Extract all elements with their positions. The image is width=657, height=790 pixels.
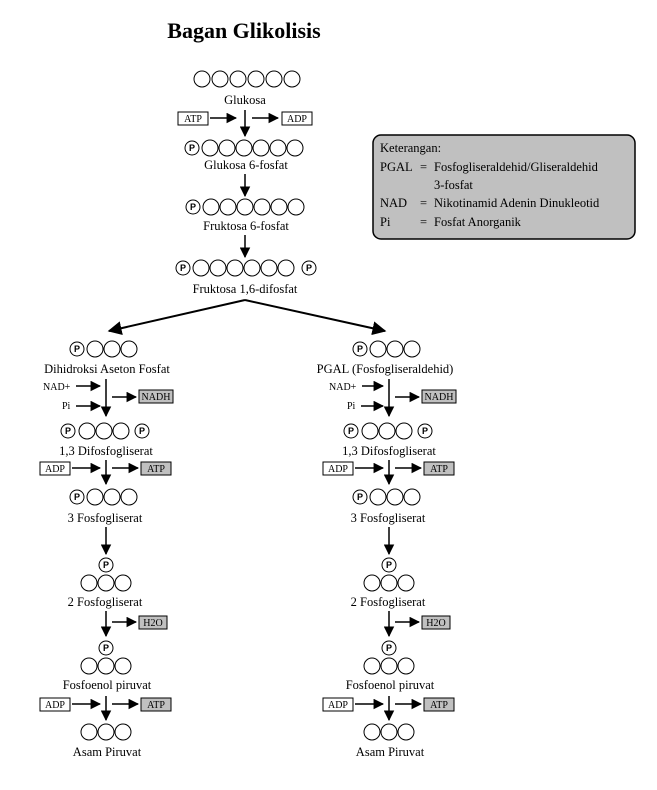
label-pyruvate: Asam Piruvat: [73, 745, 142, 759]
svg-text:ADP: ADP: [45, 700, 65, 711]
adp-box: ADP: [322, 697, 354, 712]
dhap-molecule: P: [69, 340, 138, 358]
svg-text:ADP: ADP: [287, 114, 307, 125]
label-3pg: 3 Fosfogliserat: [68, 511, 143, 525]
arrow-split-right: [244, 299, 387, 336]
svg-text:P: P: [348, 426, 354, 436]
svg-text:NADH: NADH: [425, 392, 454, 403]
atp-box: ATP: [140, 461, 172, 476]
label-nad: NAD+: [43, 382, 71, 393]
svg-text:=: =: [420, 196, 427, 210]
adp-box: ADP: [322, 461, 354, 476]
atp-box: ATP: [423, 697, 455, 712]
glukosa-molecule: [193, 70, 301, 88]
left-branch: P Dihidroksi Aseton Fosfat NAD+ Pi NADH …: [39, 340, 174, 759]
label-pi: Pi: [347, 401, 356, 412]
label-fruktosa6p: Fruktosa 6-fosfat: [203, 219, 289, 233]
svg-text:P: P: [386, 643, 392, 653]
svg-text:=: =: [420, 160, 427, 174]
label-pep: Fosfoenol piruvat: [346, 678, 435, 692]
svg-text:=: =: [420, 215, 427, 229]
pyruvate-molecule: [363, 723, 415, 741]
svg-text:P: P: [103, 643, 109, 653]
label-fruktosa16dp: Fruktosa 1,6-difosfat: [193, 282, 298, 296]
bpg-molecule: P P: [60, 422, 150, 440]
svg-text:P: P: [357, 492, 363, 502]
legend-heading: Keterangan:: [380, 141, 441, 155]
svg-text:P: P: [103, 560, 109, 570]
fruktosa6p-molecule: P: [185, 198, 305, 216]
label-dhap: Dihidroksi Aseton Fosfat: [44, 362, 170, 376]
pyruvate-molecule: [80, 723, 132, 741]
legend-def: Nikotinamid Adenin Dinukleotid: [434, 196, 600, 210]
svg-text:P: P: [74, 344, 80, 354]
svg-text:NADH: NADH: [142, 392, 171, 403]
label-bpg: 1,3 Difosfogliserat: [59, 444, 153, 458]
svg-text:ADP: ADP: [45, 464, 65, 475]
right-branch: P PGAL (Fosfogliseraldehid) NAD+ Pi NADH…: [317, 340, 457, 759]
svg-text:P: P: [386, 560, 392, 570]
svg-text:ATP: ATP: [184, 114, 202, 125]
atp-box: ATP: [140, 697, 172, 712]
h2o-box: H2O: [138, 615, 168, 630]
svg-text:P: P: [74, 492, 80, 502]
svg-text:ADP: ADP: [328, 464, 348, 475]
2pg-molecule: P: [80, 557, 132, 592]
fruktosa16dp-molecule: P P: [175, 259, 317, 277]
2pg-molecule: P: [363, 557, 415, 592]
pep-molecule: P: [80, 640, 132, 675]
label-3pg: 3 Fosfogliserat: [351, 511, 426, 525]
legend-def: Fosfat Anorganik: [434, 215, 522, 229]
pep-molecule: P: [363, 640, 415, 675]
adp-box: ADP: [281, 111, 313, 126]
svg-text:P: P: [357, 344, 363, 354]
label-nad: NAD+: [329, 382, 357, 393]
svg-text:P: P: [139, 426, 145, 436]
nadh-box: NADH: [421, 389, 457, 404]
svg-text:P: P: [65, 426, 71, 436]
svg-text:H2O: H2O: [426, 618, 445, 629]
label-glukosa6p: Glukosa 6-fosfat: [204, 158, 288, 172]
svg-text:P: P: [180, 263, 186, 273]
svg-text:ATP: ATP: [430, 464, 448, 475]
svg-text:ATP: ATP: [430, 700, 448, 711]
legend-box: Keterangan: PGAL = Fosfogliseraldehid/Gl…: [372, 134, 636, 240]
legend-term: NAD: [380, 196, 407, 210]
svg-text:P: P: [422, 426, 428, 436]
svg-text:P: P: [190, 202, 196, 212]
glukosa6p-molecule: P: [184, 139, 304, 157]
label-pgal: PGAL (Fosfogliseraldehid): [317, 362, 454, 376]
legend-def: 3-fosfat: [434, 178, 473, 192]
adp-box: ADP: [39, 461, 71, 476]
svg-text:P: P: [189, 143, 195, 153]
pgal-molecule: P: [352, 340, 421, 358]
svg-text:ATP: ATP: [147, 700, 165, 711]
nadh-box: NADH: [138, 389, 174, 404]
label-2pg: 2 Fosfogliserat: [351, 595, 426, 609]
legend-term: Pi: [380, 215, 391, 229]
label-pi: Pi: [62, 401, 71, 412]
label-bpg: 1,3 Difosfogliserat: [342, 444, 436, 458]
3pg-molecule: P: [352, 488, 421, 506]
label-glukosa: Glukosa: [224, 93, 266, 107]
arrow-split-left: [107, 299, 246, 336]
atp-box: ATP: [177, 111, 209, 126]
bpg-molecule: P P: [343, 422, 433, 440]
label-pyruvate: Asam Piruvat: [356, 745, 425, 759]
3pg-molecule: P: [69, 488, 138, 506]
svg-text:ADP: ADP: [328, 700, 348, 711]
h2o-box: H2O: [421, 615, 451, 630]
adp-box: ADP: [39, 697, 71, 712]
legend-def: Fosfogliseraldehid/Gliseraldehid: [434, 160, 599, 174]
atp-box: ATP: [423, 461, 455, 476]
svg-text:ATP: ATP: [147, 464, 165, 475]
legend-term: PGAL: [380, 160, 413, 174]
svg-text:P: P: [306, 263, 312, 273]
label-pep: Fosfoenol piruvat: [63, 678, 152, 692]
svg-text:H2O: H2O: [143, 618, 162, 629]
diagram-title: Bagan Glikolisis: [167, 18, 321, 43]
label-2pg: 2 Fosfogliserat: [68, 595, 143, 609]
